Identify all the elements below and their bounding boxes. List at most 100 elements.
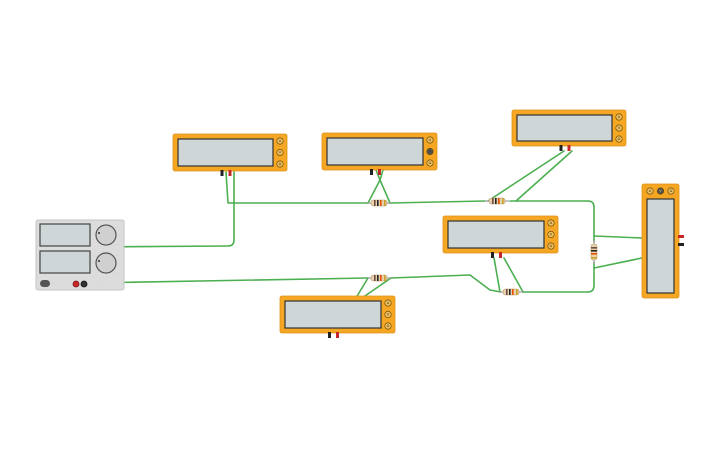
svg-text:· ·: · · [98,282,101,286]
multimeter-mode-button[interactable]: A [547,219,555,227]
multimeter-mode-label: A [649,189,652,193]
multimeter-5[interactable]: A V Ω [279,295,396,338]
multimeter-com-probe[interactable] [491,252,494,258]
resistor-band [374,275,376,281]
multimeter-positive-probe[interactable] [336,332,339,338]
multimeter-mode-button[interactable]: V [384,310,392,318]
resistor-band [377,275,379,281]
multimeter-mode-button[interactable]: Ω [426,159,434,167]
wire[interactable] [522,261,595,293]
resistor-2[interactable] [485,197,509,205]
multimeter-mode-label: V [659,189,662,193]
multimeter-display [326,137,424,166]
resistor-band [591,253,597,255]
resistor-band [591,247,597,249]
resistor-band [492,198,494,204]
multimeter-mode-button[interactable]: A [276,137,284,145]
supply-negative-terminal[interactable] [80,280,88,288]
resistor-band [502,198,504,204]
multimeter-mode-button[interactable]: A [615,113,623,121]
wire[interactable] [503,257,524,293]
multimeter-positive-probe[interactable] [567,145,571,151]
wire[interactable] [493,257,501,293]
multimeter-com-probe[interactable] [328,332,331,338]
multimeter-mode-button[interactable]: V [547,231,555,239]
resistor-3[interactable] [367,274,391,282]
multimeter-com-probe[interactable] [370,169,373,175]
resistor-band [380,275,382,281]
wire[interactable] [593,257,643,269]
supply-positive-terminal[interactable] [72,280,80,288]
multimeter-display [646,198,675,294]
resistor-band [495,198,497,204]
resistor-band [591,250,597,252]
knob-indicator-icon [98,260,100,262]
svg-text:· ·: · · [115,253,118,257]
supply-power-switch[interactable] [40,280,50,287]
multimeter-mode-button[interactable]: Ω [667,187,675,195]
resistor-band [516,289,518,295]
multimeter-com-probe[interactable] [559,145,563,151]
wire[interactable] [390,274,502,293]
multimeter-com-probe[interactable] [678,243,684,246]
multimeter-mode-button[interactable]: V [426,148,434,156]
multimeter-mode-button[interactable]: Ω [615,135,623,143]
wire[interactable] [225,171,369,204]
multimeter-4[interactable]: A V Ω [442,215,559,258]
resistor-4[interactable] [499,288,523,296]
multimeter-mode-button[interactable]: Ω [547,242,555,250]
resistor-1[interactable] [367,199,391,207]
resistor-band [384,200,386,206]
wire[interactable] [76,171,235,284]
multimeter-mode-button[interactable]: V [656,187,664,195]
wire[interactable] [487,150,565,202]
supply-voltage-knob[interactable] [95,224,117,246]
multimeter-mode-label: V [387,313,390,317]
multimeter-1[interactable]: A V Ω [172,133,288,176]
multimeter-mode-button[interactable]: V [276,149,284,157]
wire[interactable] [593,235,643,239]
multimeter-mode-button[interactable]: A [646,187,654,195]
multimeter-mode-label: V [550,233,553,237]
multimeter-mode-button[interactable]: V [615,124,623,132]
multimeter-positive-probe[interactable] [228,170,232,176]
resistor-5[interactable] [590,240,598,264]
svg-text:· ·: · · [115,270,118,274]
resistor-band [377,200,379,206]
multimeter-mode-button[interactable]: A [426,136,434,144]
wire[interactable] [85,277,369,284]
svg-text:· ·: · · [115,242,118,246]
multimeter-mode-label: A [550,221,553,225]
multimeter-positive-probe[interactable] [499,252,502,258]
multimeter-mode-button[interactable]: Ω [384,322,392,330]
wire[interactable] [515,150,573,202]
multimeter-mode-button[interactable]: A [384,299,392,307]
multimeter-mode-label: V [618,126,621,130]
multimeter-com-probe[interactable] [220,170,224,176]
wire[interactable] [361,277,392,299]
multimeter-positive-probe[interactable] [378,169,381,175]
wire[interactable] [509,200,595,243]
wire[interactable] [389,200,486,204]
multimeter-mode-label: V [279,151,282,155]
dc-power-supply[interactable]: · · · · · · · · · · · · [35,219,125,291]
resistor-band [591,257,597,259]
multimeter-mode-button[interactable]: Ω [276,160,284,168]
multimeter-3[interactable]: A V Ω [511,109,627,151]
wire[interactable] [355,277,369,299]
multimeter-positive-probe[interactable] [678,235,684,238]
resistor-band [498,198,500,204]
supply-current-knob[interactable] [95,252,117,274]
multimeter-mode-label: Ω [279,162,282,166]
wire[interactable] [379,169,391,204]
multimeter-2[interactable]: AVΩ [321,132,438,175]
resistor-band [512,289,514,295]
resistor-band [380,200,382,206]
multimeter-mode-label: A [387,301,390,305]
multimeter-mode-label: Ω [387,324,390,328]
resistor-band [374,200,376,206]
multimeter-display [447,220,545,249]
